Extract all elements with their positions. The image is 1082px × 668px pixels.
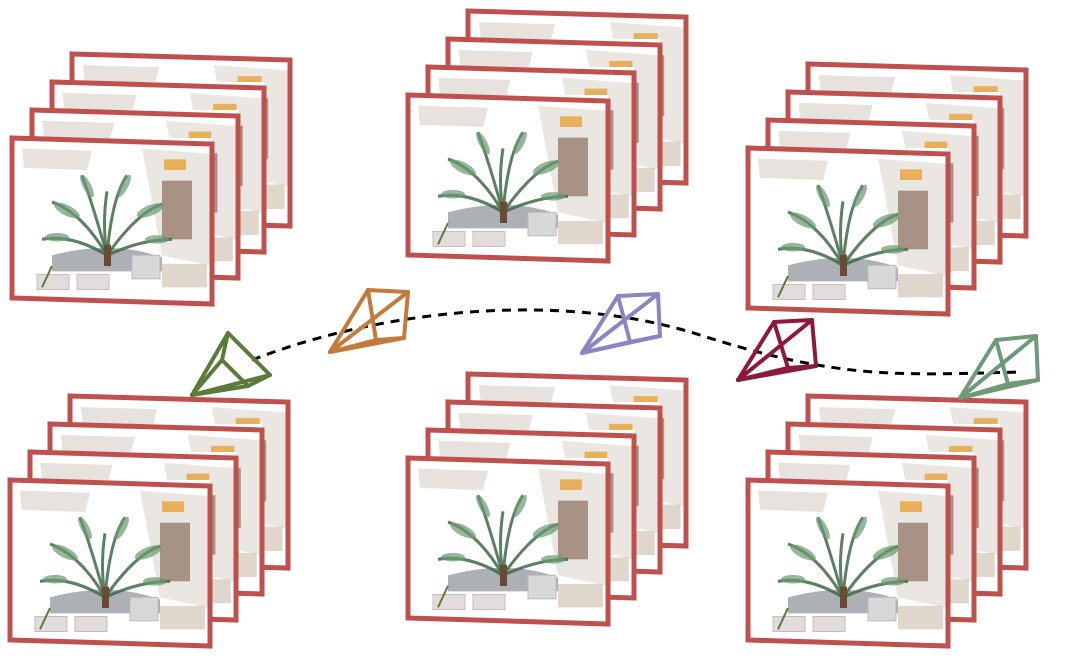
camera-frustum-2 <box>328 288 410 354</box>
frame-border <box>9 135 215 307</box>
frame-border <box>405 92 611 264</box>
image-frame <box>745 145 951 317</box>
frame-stack-2 <box>405 8 689 264</box>
camera-frustum-5 <box>958 334 1040 400</box>
frame-border <box>745 477 951 649</box>
frame-border <box>405 455 611 627</box>
camera-frustum-4 <box>736 318 818 382</box>
image-frame <box>9 135 215 307</box>
frame-stacks-layer <box>7 8 1029 649</box>
frame-stack-1 <box>9 51 293 307</box>
image-frame <box>405 455 611 627</box>
frame-stack-6 <box>745 393 1029 649</box>
image-frame <box>405 92 611 264</box>
image-frame <box>745 477 951 649</box>
frame-stack-4 <box>7 393 291 649</box>
cameras-layer <box>190 288 1040 400</box>
frame-border <box>745 145 951 317</box>
image-frame <box>7 477 213 649</box>
frame-border <box>7 477 213 649</box>
frame-stack-5 <box>405 371 689 627</box>
frame-stack-3 <box>745 61 1029 317</box>
camera-frustum-3 <box>580 292 662 355</box>
camera-frustum-1 <box>190 331 272 397</box>
camera-trajectory <box>251 308 1021 376</box>
